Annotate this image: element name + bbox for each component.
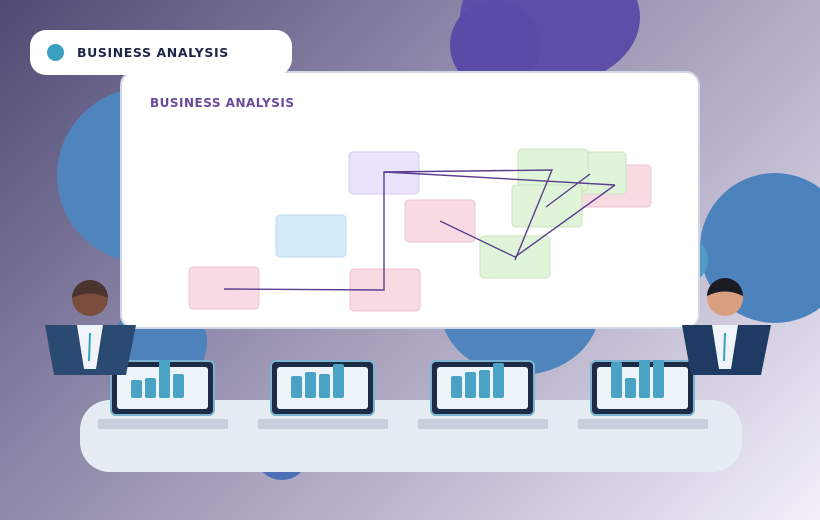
person-left bbox=[45, 280, 136, 375]
laptop-2 bbox=[270, 360, 375, 416]
laptop-3-bar bbox=[493, 363, 504, 398]
laptop-1 bbox=[110, 360, 215, 416]
laptop-1-bar-chart bbox=[131, 360, 184, 398]
person-left-tie bbox=[88, 332, 91, 362]
laptop-2-bar bbox=[291, 376, 302, 398]
laptop-base-2 bbox=[258, 419, 388, 429]
laptop-3 bbox=[430, 360, 535, 416]
analysis-board: BUSINESS ANALYSIS bbox=[120, 71, 700, 329]
header-dot-icon bbox=[47, 44, 64, 61]
connector-right bbox=[545, 173, 591, 208]
laptop-4-bar bbox=[653, 360, 664, 398]
laptop-base-4 bbox=[578, 419, 708, 429]
person-right-tie bbox=[723, 332, 726, 362]
laptop-1-bar bbox=[173, 374, 184, 398]
laptop-4-bar-chart bbox=[611, 360, 664, 398]
flow-diagram bbox=[188, 148, 652, 312]
laptop-1-bar bbox=[145, 378, 156, 398]
laptop-4-bar bbox=[611, 362, 622, 398]
laptop-3-bar bbox=[479, 370, 490, 398]
laptop-1-bar bbox=[131, 380, 142, 398]
person-left-hair bbox=[72, 280, 108, 298]
header-pill: BUSINESS ANALYSIS bbox=[30, 30, 292, 75]
laptop-2-bar-chart bbox=[291, 364, 344, 398]
node-blue bbox=[275, 214, 347, 258]
laptop-3-bar-chart bbox=[451, 363, 504, 398]
laptop-2-bar bbox=[305, 372, 316, 398]
laptop-1-bar bbox=[159, 360, 170, 398]
connector-center bbox=[439, 184, 616, 258]
person-right bbox=[682, 278, 771, 375]
laptop-4-bar bbox=[639, 360, 650, 398]
header-label: BUSINESS ANALYSIS bbox=[77, 45, 229, 60]
laptop-2-bar bbox=[333, 364, 344, 398]
board-title: BUSINESS ANALYSIS bbox=[150, 96, 295, 110]
laptop-base-3 bbox=[418, 419, 548, 429]
node-pink-left bbox=[188, 266, 260, 310]
laptop-4-bar bbox=[625, 378, 636, 398]
laptop-3-bar bbox=[465, 372, 476, 398]
laptop-2-bar bbox=[319, 374, 330, 398]
connector-top bbox=[383, 169, 554, 261]
laptop-base-1 bbox=[98, 419, 228, 429]
laptop-3-bar bbox=[451, 376, 462, 398]
person-right-hair bbox=[707, 278, 743, 296]
laptop-4 bbox=[590, 360, 695, 416]
